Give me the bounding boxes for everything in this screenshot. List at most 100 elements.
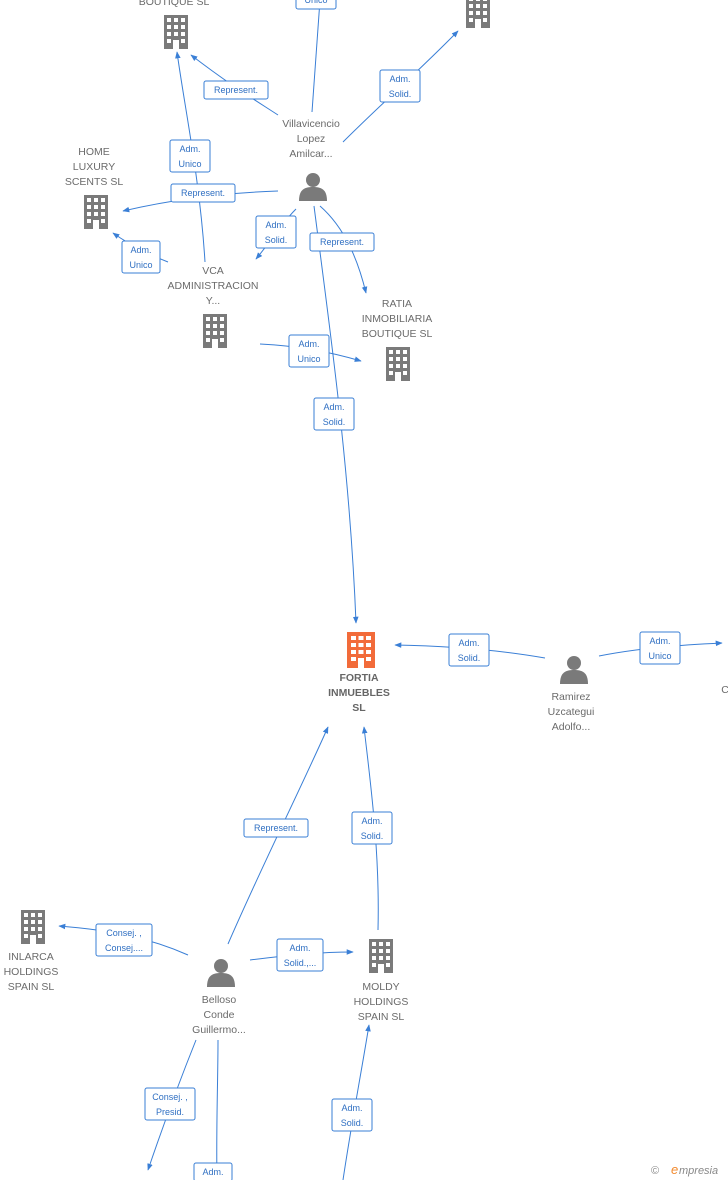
edge-label-text: Unico xyxy=(129,260,152,270)
node-label-line: INMUEBLES xyxy=(328,687,390,699)
edge-label-text: Solid. xyxy=(361,831,384,841)
edge-label-box xyxy=(288,334,330,368)
edge-label-e15[interactable]: Consej. ,Consej.... xyxy=(95,923,153,957)
edge-label-e17[interactable]: Consej. , Presid. xyxy=(144,1087,196,1121)
node-label-line: Uzcategui xyxy=(548,706,595,718)
building-icon xyxy=(203,314,227,348)
node-villavicencio[interactable]: VillavicencioLopezAmilcar... xyxy=(282,118,340,201)
brand-logo-text: mpresia xyxy=(679,1165,718,1177)
node-belloso[interactable]: BellosoCondeGuillermo... xyxy=(192,959,246,1036)
edge-label-text: Adm. xyxy=(458,638,479,648)
copyright-symbol: © xyxy=(651,1165,659,1177)
node-label-line: BOUTIQUE SL xyxy=(139,0,210,8)
edge-label-text: Presid. xyxy=(156,1107,184,1117)
node-label-line: Amilcar... xyxy=(289,148,332,160)
edge-label-text: Consej. , xyxy=(106,928,142,938)
building-icon xyxy=(347,632,375,668)
edge-label-text: Solid. xyxy=(341,1118,364,1128)
edge-label-e6[interactable]: Adm.Solid. xyxy=(255,215,297,249)
person-icon xyxy=(299,173,327,201)
node-label-line: HOME xyxy=(78,146,110,158)
edge-label-e4[interactable]: Adm.Unico xyxy=(169,139,211,173)
building-icon xyxy=(164,15,188,49)
building-icon xyxy=(21,910,45,944)
edge-label-box xyxy=(379,69,421,103)
edge-label-e9[interactable]: Adm.Unico xyxy=(288,334,330,368)
edge-label-box xyxy=(639,631,681,665)
node-label-line: Adolfo... xyxy=(552,721,591,733)
edge-label-box xyxy=(448,633,490,667)
edge-label-e19[interactable]: Adm. Solid. xyxy=(331,1098,373,1132)
edge-label-box xyxy=(309,232,375,252)
edge-villavicencio-to-top-unico xyxy=(311,0,321,113)
edge-label-text: Adm. xyxy=(649,636,670,646)
edge-labels-layer: UnicoRepresent.Adm.Solid.Adm.UnicoRepres… xyxy=(95,0,681,1180)
edge-label-e12[interactable]: Adm. Unico xyxy=(639,631,681,665)
edge-label-text: Consej. , xyxy=(152,1092,188,1102)
edge-label-box xyxy=(243,818,309,838)
edge-label-e11[interactable]: Adm.Solid. xyxy=(448,633,490,667)
edge-label-text: Solid. xyxy=(323,417,346,427)
person-icon xyxy=(560,656,588,684)
edge-label-text: Adm. xyxy=(289,943,310,953)
node-vca[interactable]: VCA ADMINISTRACION Y... xyxy=(167,265,259,348)
edge-label-e10[interactable]: Adm. Solid. xyxy=(313,397,355,431)
edge-label-e2[interactable]: Represent. xyxy=(203,80,269,100)
edge-label-box xyxy=(193,1162,233,1180)
edge-label-text: Represent. xyxy=(320,237,364,247)
node-ramirez[interactable]: RamirezUzcateguiAdolfo... xyxy=(548,656,595,733)
edge-label-text: Unico xyxy=(178,159,201,169)
node-label-line: VCA xyxy=(202,265,224,277)
node-label-line: RATIA xyxy=(382,298,412,310)
edge-label-e18[interactable]: Adm. xyxy=(193,1162,233,1180)
edge-label-box xyxy=(95,923,153,957)
node-label-line: Conde xyxy=(204,1009,235,1021)
node-label-line: ADMINISTRACION xyxy=(167,280,258,292)
edge-label-box xyxy=(169,139,211,173)
edge-label-text: Adm. xyxy=(341,1103,362,1113)
edge-label-text: Adm. xyxy=(298,339,319,349)
node-label-line: LUXURY xyxy=(73,161,115,173)
edge-label-e13[interactable]: Represent. xyxy=(243,818,309,838)
edge-label-box xyxy=(203,80,269,100)
edge-label-text: Adm. xyxy=(361,816,382,826)
node-label-line: INLARCA xyxy=(8,951,54,963)
node-company-tr[interactable] xyxy=(466,0,490,28)
edge-belloso-to-bottom-center xyxy=(216,1039,219,1180)
edge-label-e14[interactable]: Adm. Solid. xyxy=(351,811,393,845)
edge-label-text: Unico xyxy=(648,651,671,661)
node-label-line: INMOBILIARIA xyxy=(362,313,433,325)
edge-label-box xyxy=(121,240,161,274)
node-boutique-top[interactable]: BOUTIQUE SL xyxy=(139,0,210,49)
edge-label-text: Unico xyxy=(304,0,327,5)
node-label-line: Belloso xyxy=(202,994,237,1006)
node-label-line: Y... xyxy=(206,295,220,307)
edge-label-text: Solid. xyxy=(389,89,412,99)
edge-label-box xyxy=(255,215,297,249)
edge-label-box xyxy=(331,1098,373,1132)
edge-label-e8[interactable]: Adm. Unico xyxy=(121,240,161,274)
node-right-edge[interactable]: C xyxy=(721,623,728,696)
edge-label-e16[interactable]: Adm.Solid.,... xyxy=(276,938,324,972)
edge-label-box xyxy=(313,397,355,431)
building-icon xyxy=(386,347,410,381)
building-icon xyxy=(84,195,108,229)
node-label-line: Villavicencio xyxy=(282,118,340,130)
edge-label-e3[interactable]: Adm.Solid. xyxy=(379,69,421,103)
edge-label-text: Adm. xyxy=(323,402,344,412)
edge-label-box xyxy=(170,183,236,203)
person-icon xyxy=(207,959,235,987)
edge-label-e1[interactable]: Unico xyxy=(295,0,337,10)
edge-label-e5[interactable]: Represent. xyxy=(170,183,236,203)
edge-label-text: Adm. xyxy=(130,245,151,255)
edge-label-text: Represent. xyxy=(254,823,298,833)
edge-label-e7[interactable]: Represent. xyxy=(309,232,375,252)
node-label-line: Guillermo... xyxy=(192,1024,246,1036)
